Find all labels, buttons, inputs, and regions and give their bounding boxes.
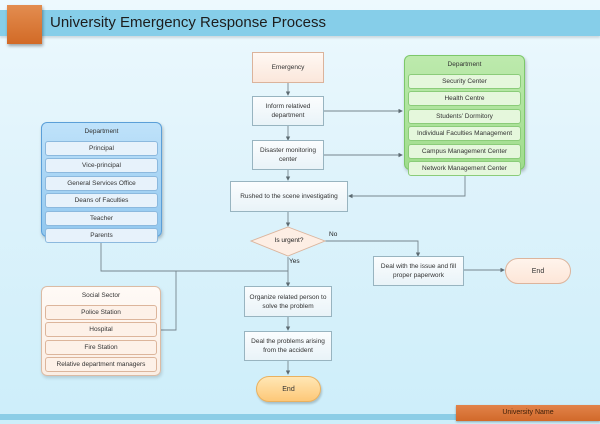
conn-rightdept-rushed (348, 171, 466, 199)
end-terminal-bottom[interactable]: End (256, 376, 321, 402)
university-name-label: University Name (456, 405, 600, 421)
emergency-box[interactable]: Emergency (252, 52, 324, 83)
social-sector-title: Social Sector (81, 292, 121, 299)
conn-leftdept-merge (100, 238, 288, 272)
left-department-item[interactable]: Vice-principal (45, 158, 158, 174)
social-sector-item[interactable]: Hospital (45, 322, 157, 338)
footer-strip (0, 414, 600, 420)
left-department-item[interactable]: Deans of Faculties (45, 193, 158, 209)
social-sector-item[interactable]: Police Station (45, 305, 157, 320)
yes-label: Yes (289, 258, 300, 265)
organize-person-box[interactable]: Organize related person to solve the pro… (244, 286, 332, 317)
deal-problems-box[interactable]: Deal the problems arising from the accid… (244, 331, 332, 361)
title-bar (0, 10, 600, 36)
right-department-item[interactable]: Health Centre (408, 91, 521, 107)
conn-social-merge (160, 271, 177, 331)
rushed-to-scene-box[interactable]: Rushed to the scene investigating (230, 181, 348, 212)
end-terminal-right[interactable]: End (505, 258, 571, 284)
conn-decision-no (324, 240, 421, 257)
left-department-title: Department (84, 128, 119, 135)
right-department-item[interactable]: Campus Management Center (408, 143, 521, 159)
left-department-item[interactable]: Teacher (45, 210, 158, 226)
right-department-item[interactable]: Individual Faculties Management (408, 126, 521, 142)
decision-label[interactable]: Is urgent? (274, 237, 304, 244)
no-label: No (329, 231, 338, 238)
right-department-item[interactable]: Students' Dormitory (408, 108, 521, 124)
right-department-group[interactable]: Department Security Center Health Centre… (404, 55, 525, 176)
page-title: University Emergency Response Process (50, 14, 326, 31)
left-department-item[interactable]: Parents (45, 227, 158, 243)
deal-issue-box[interactable]: Deal with the issue and fill proper pape… (373, 256, 464, 286)
inform-department-box[interactable]: Inform relatived department (252, 96, 324, 126)
social-sector-group[interactable]: Social Sector Police Station Hospital Fi… (41, 286, 161, 376)
right-department-item[interactable]: Network Management Center (408, 160, 521, 176)
monitoring-center-box[interactable]: Disaster monitoring center (252, 140, 324, 170)
left-department-item[interactable]: General Services Office (45, 175, 158, 191)
title-accent-square (7, 5, 42, 44)
decision-diamond (249, 226, 327, 257)
right-department-title: Department (447, 61, 482, 68)
left-department-group[interactable]: Department Principal Vice-principal Gene… (41, 122, 162, 243)
social-sector-item[interactable]: Relative department managers (45, 357, 157, 373)
right-department-item[interactable]: Security Center (408, 74, 521, 89)
social-sector-item[interactable]: Fire Station (45, 339, 157, 355)
left-department-item[interactable]: Principal (45, 141, 158, 156)
